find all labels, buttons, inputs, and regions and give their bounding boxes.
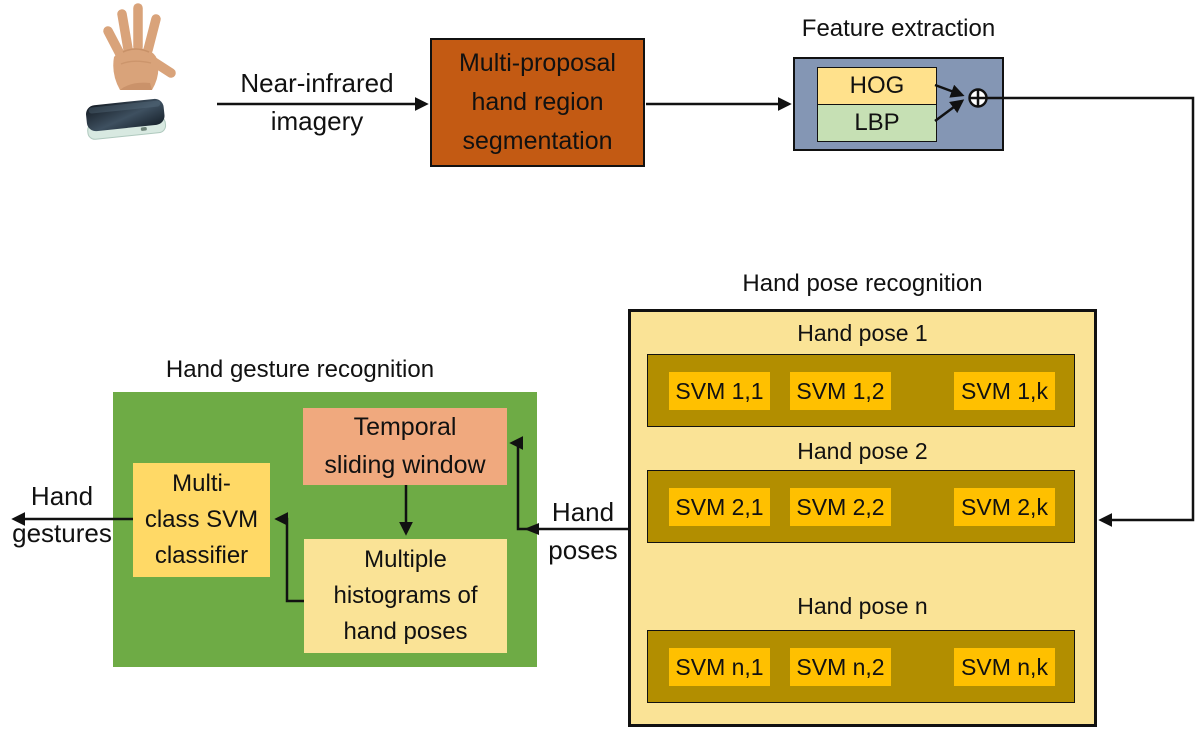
feature-extraction-box: HOG LBP xyxy=(793,57,1004,151)
svm-box: SVM 1,k xyxy=(954,372,1055,410)
svm-box: SVM n,1 xyxy=(669,648,770,686)
pose-group-strip: SVM 2,1 SVM 2,2 SVM 2,k xyxy=(647,470,1075,543)
feature-extraction-title: Feature extraction xyxy=(801,15,996,42)
svm-box: SVM 2,k xyxy=(954,488,1055,526)
lbp-box: LBP xyxy=(817,103,937,142)
pose-group-label: Hand pose 1 xyxy=(797,320,928,346)
svm-box: SVM 1,2 xyxy=(790,372,891,410)
hog-box: HOG xyxy=(817,67,937,105)
temporal-sliding-window-box: Temporal sliding window xyxy=(303,408,507,485)
svm-box: SVM 2,1 xyxy=(669,488,770,526)
pose-group-label: Hand pose 2 xyxy=(797,438,928,464)
gesture-recognition-box: Temporal sliding window Multi- class SVM… xyxy=(113,392,537,667)
output-label-line2: gestures xyxy=(12,518,112,548)
gesture-recognition-title: Hand gesture recognition xyxy=(165,356,435,383)
pose-recognition-title: Hand pose recognition xyxy=(742,270,983,297)
pose-group-strip: SVM 1,1 SVM 1,2 SVM 1,k xyxy=(647,354,1075,427)
svm-box: SVM n,2 xyxy=(790,648,891,686)
pose-flow-label-line2: poses xyxy=(548,535,618,565)
svm-box: SVM 1,1 xyxy=(669,372,770,410)
near-infrared-sensor xyxy=(86,98,167,140)
pose-flow-label-line1: Hand xyxy=(551,497,615,527)
multiclass-svm-classifier-box: Multi- class SVM classifier xyxy=(133,463,270,577)
output-label-line1: Hand xyxy=(30,481,94,511)
hand-photo xyxy=(103,3,176,90)
input-label-line2: imagery xyxy=(270,106,364,136)
svm-box: SVM n,k xyxy=(954,648,1055,686)
histograms-box: Multiple histograms of hand poses xyxy=(304,539,507,653)
pose-group-strip: SVM n,1 SVM n,2 SVM n,k xyxy=(647,630,1075,703)
input-label-line1: Near-infrared xyxy=(240,68,394,98)
pose-group-label: Hand pose n xyxy=(797,593,928,619)
pose-recognition-box: Hand pose 1 SVM 1,1 SVM 1,2 SVM 1,k Hand… xyxy=(628,309,1097,727)
segmentation-box: Multi-proposal hand region segmentation xyxy=(430,38,645,167)
svm-box: SVM 2,2 xyxy=(790,488,891,526)
